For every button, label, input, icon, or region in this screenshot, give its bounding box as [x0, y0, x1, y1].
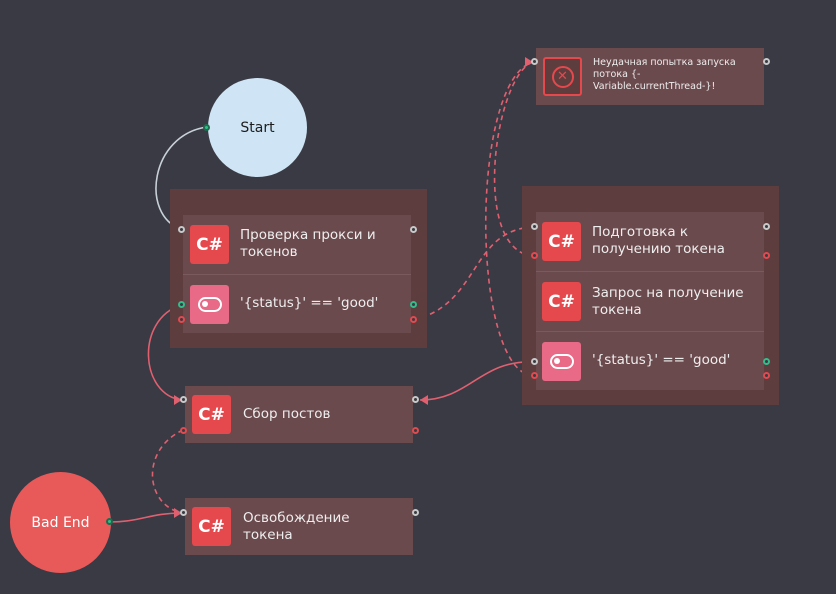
block-release-token-label: Освобождение токена [243, 510, 350, 543]
block-collect-posts[interactable]: C# Сбор постов [185, 386, 413, 443]
status1-true-port[interactable] [410, 301, 417, 308]
csharp-icon: C# [542, 222, 581, 261]
csharp-icon: C# [542, 282, 581, 321]
token-prep-error-port[interactable] [531, 252, 538, 259]
csharp-icon: C# [190, 225, 229, 264]
collect-fail-port[interactable] [412, 427, 419, 434]
block-status-check-1-label: '{status}' == 'good' [240, 295, 379, 311]
failed-start-input-port[interactable] [531, 58, 538, 65]
collect-input-port[interactable] [180, 396, 187, 403]
release-output-port[interactable] [412, 509, 419, 516]
status2-false-port[interactable] [763, 372, 770, 379]
status2-true-port[interactable] [763, 358, 770, 365]
block-token-request-label: Запрос на получение токена [592, 285, 744, 318]
block-proxy-check-label: Проверка прокси и токенов [240, 227, 376, 260]
start-label: Start [240, 119, 275, 136]
status2-input-port[interactable] [531, 358, 538, 365]
block-release-token[interactable]: C# Освобождение токена [185, 498, 413, 555]
status1-false-port[interactable] [410, 316, 417, 323]
failed-start-output-port[interactable] [763, 58, 770, 65]
token-prep-fail-port[interactable] [763, 252, 770, 259]
bad-end-label: Bad End [31, 514, 90, 531]
block-failed-start[interactable]: ✕ Неудачная попытка запуска потока {-Var… [536, 48, 764, 105]
start-node[interactable]: Start [208, 78, 307, 177]
block-status-check-2-label: '{status}' == 'good' [592, 352, 731, 368]
block-token-request[interactable]: C# Запрос на получение токена [536, 271, 764, 332]
bad-end-output-port[interactable] [106, 518, 113, 525]
block-status-check-1[interactable]: '{status}' == 'good' [183, 274, 411, 333]
wire-arrow [420, 395, 428, 405]
start-output-port[interactable] [203, 124, 210, 131]
toggle-icon [190, 285, 229, 324]
token-prep-input-port[interactable] [531, 223, 538, 230]
collect-output-port[interactable] [412, 396, 419, 403]
proxy-check-input-port[interactable] [178, 226, 185, 233]
csharp-icon: C# [192, 395, 231, 434]
wire-collect-to-release [151, 429, 184, 514]
status2-error-port[interactable] [531, 372, 538, 379]
block-status-check-2[interactable]: '{status}' == 'good' [536, 331, 764, 390]
wire-status2-to-collect [419, 361, 534, 401]
csharp-icon: C# [192, 507, 231, 546]
bad-end-node[interactable]: Bad End [10, 472, 111, 573]
block-token-prep[interactable]: C# Подготовка к получению токена [536, 212, 764, 271]
status1-input-port[interactable] [178, 301, 185, 308]
block-failed-start-label: Неудачная попытка запуска потока {-Varia… [593, 57, 736, 92]
block-token-prep-label: Подготовка к получению токена [592, 224, 725, 257]
proxy-check-output-port[interactable] [410, 226, 417, 233]
error-x-icon: ✕ [543, 57, 582, 96]
wire-badend-to-release [109, 512, 183, 523]
release-input-port[interactable] [180, 509, 187, 516]
wire-status1-to-tokenprep [412, 226, 534, 321]
token-prep-output-port[interactable] [763, 223, 770, 230]
status1-error-input-port[interactable] [178, 316, 185, 323]
toggle-icon [542, 342, 581, 381]
block-collect-posts-label: Сбор постов [243, 406, 331, 422]
block-proxy-check[interactable]: C# Проверка прокси и токенов [183, 215, 411, 274]
collect-error-port[interactable] [180, 427, 187, 434]
